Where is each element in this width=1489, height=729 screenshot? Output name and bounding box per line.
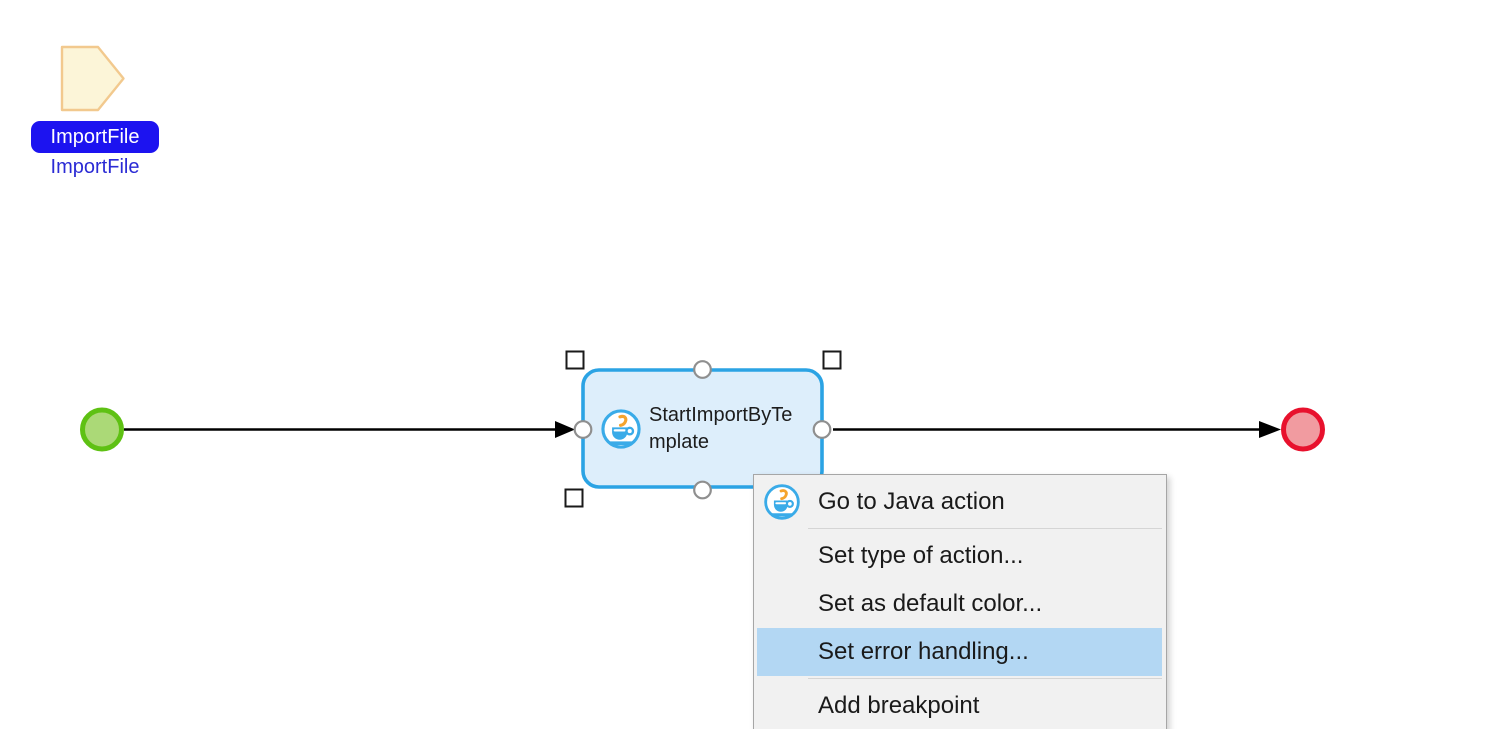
arrowhead-icon	[555, 421, 575, 438]
menu-item-set-as-default-color[interactable]: Set as default color...	[754, 580, 1166, 628]
start-event-circle[interactable]	[80, 407, 124, 452]
connection-point-bottom[interactable]	[693, 480, 712, 500]
activity-label-line1: StartImportByTe	[649, 404, 793, 426]
menu-item-label: Set error handling...	[818, 638, 1029, 665]
connection-point-top[interactable]	[693, 360, 712, 379]
activity-label-line2: mplate	[649, 431, 710, 453]
sequence-flow-start-to-activity[interactable]	[124, 421, 575, 438]
activity-label: StartImportByTe mplate	[649, 402, 824, 456]
menu-item-label: Set type of action...	[818, 542, 1024, 569]
parameter-caption: ImportFile	[50, 156, 140, 178]
arrowhead-icon	[1259, 421, 1281, 438]
selection-handle-top-left[interactable]	[565, 350, 585, 370]
menu-item-set-type-of-action[interactable]: Set type of action...	[754, 532, 1166, 580]
java-action-icon	[763, 483, 801, 521]
connection-point-right[interactable]	[812, 420, 832, 439]
context-menu: Go to Java action Set type of action... …	[753, 474, 1167, 729]
menu-item-label: Add breakpoint	[818, 692, 980, 719]
sequence-flow-activity-to-end[interactable]	[833, 421, 1281, 438]
end-event-circle[interactable]	[1281, 407, 1325, 452]
menu-item-set-error-handling[interactable]: Set error handling...	[757, 628, 1162, 676]
java-action-icon	[601, 409, 641, 449]
selection-handle-top-right[interactable]	[822, 350, 842, 370]
menu-separator	[808, 678, 1162, 679]
parameter-shape[interactable]	[60, 45, 125, 112]
menu-item-add-breakpoint[interactable]: Add breakpoint	[754, 682, 1166, 729]
parameter-name-edit[interactable]: ImportFile	[31, 121, 159, 153]
menu-separator	[808, 528, 1162, 529]
connection-point-left[interactable]	[573, 420, 593, 439]
menu-item-label: Set as default color...	[818, 590, 1043, 617]
menu-item-go-to-java-action[interactable]: Go to Java action	[754, 477, 1166, 526]
menu-item-label: Go to Java action	[818, 487, 1005, 515]
selection-handle-bottom-left[interactable]	[564, 488, 584, 508]
